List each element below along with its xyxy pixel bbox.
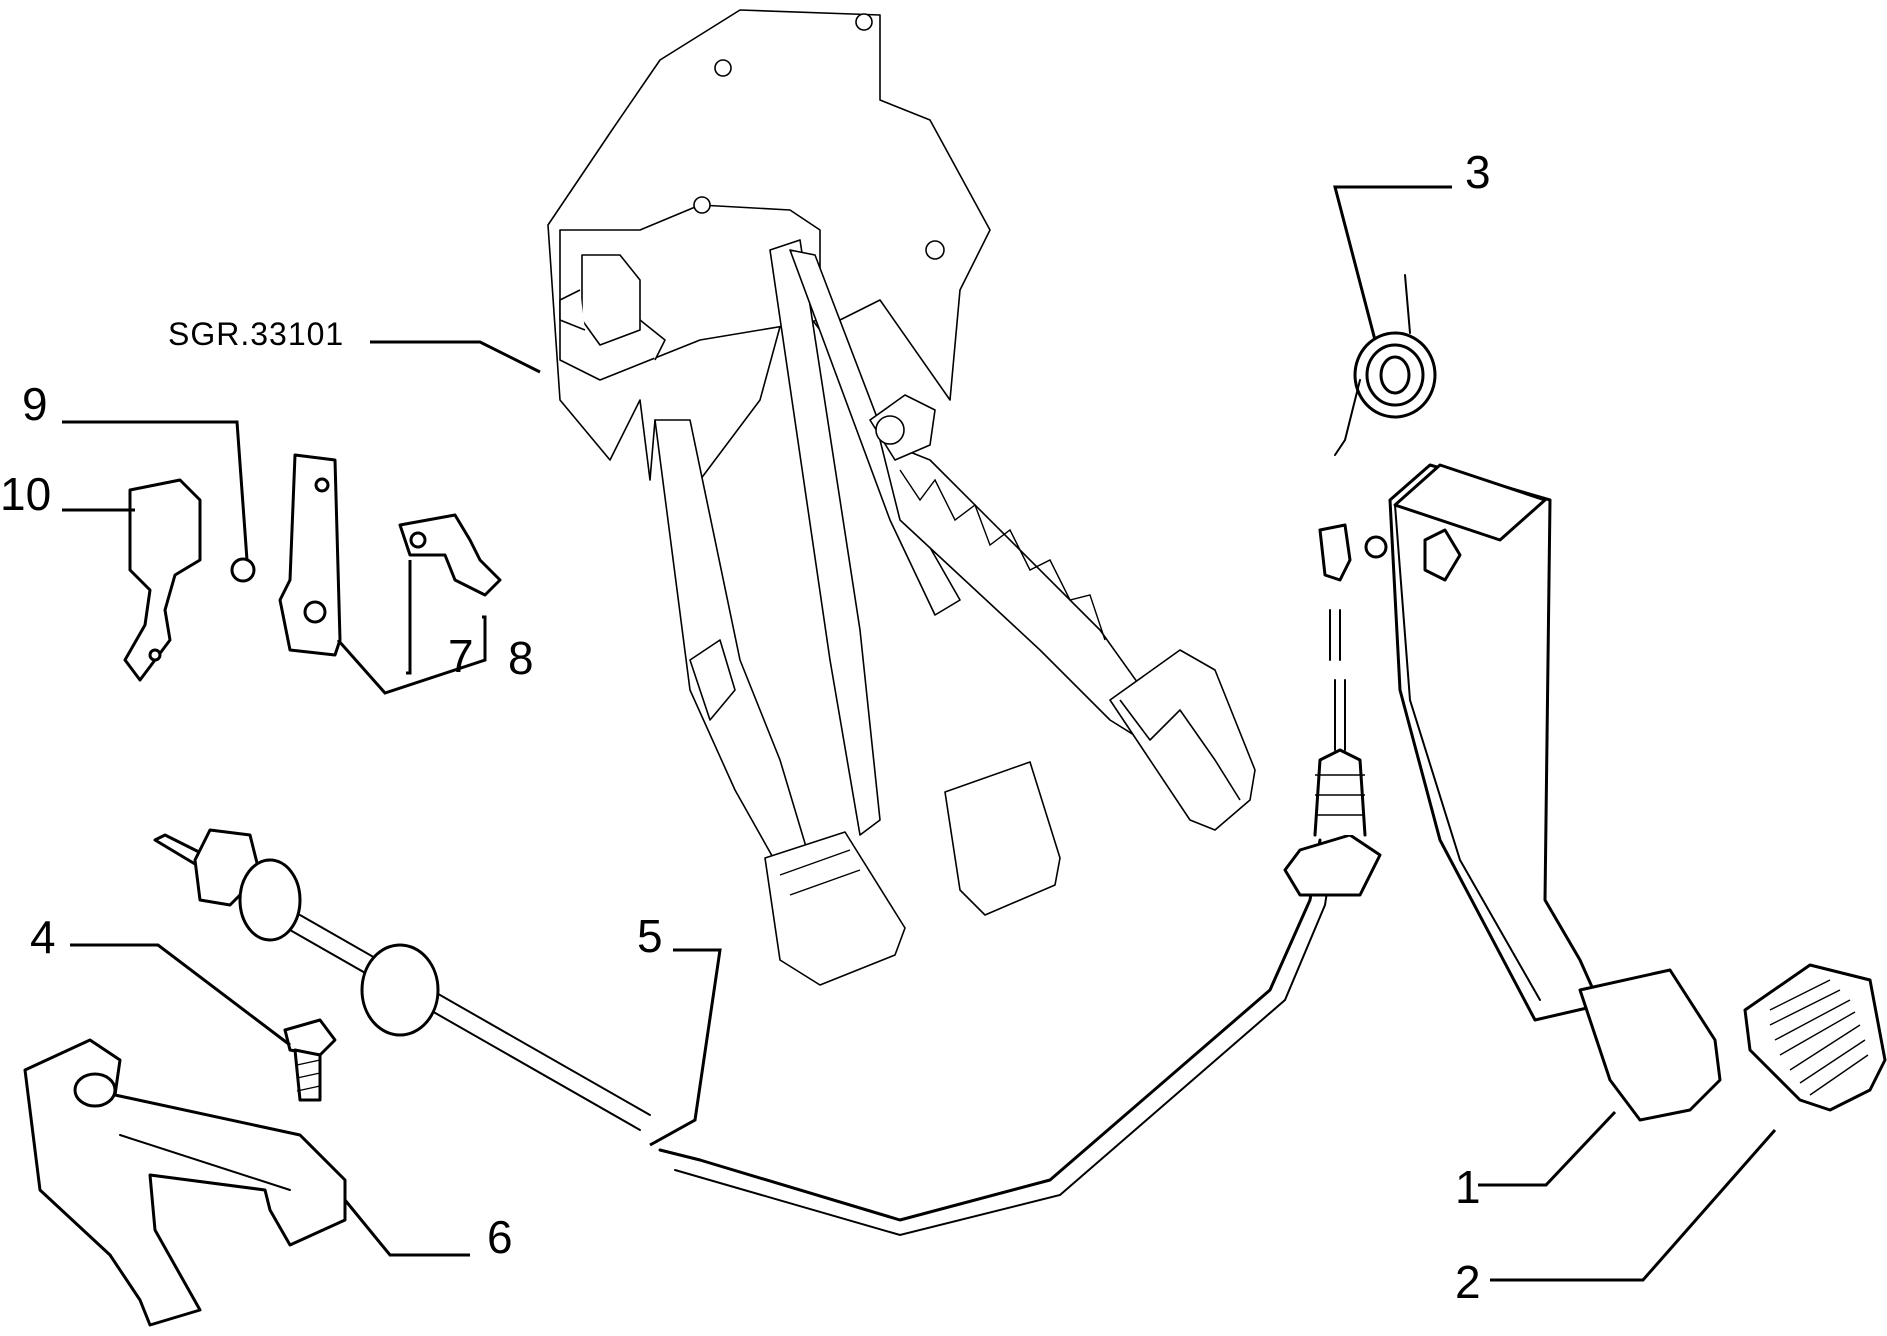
support-bracket-part [23, 1038, 347, 1327]
clutch-cable-part [153, 523, 1382, 1237]
callout-4: 4 [30, 911, 56, 963]
callout-2: 2 [1455, 1256, 1481, 1308]
assembly-reference-label: SGR.33101 [168, 316, 344, 352]
labels: SGR.33101 1 2 3 4 5 6 7 8 9 10 [0, 146, 1491, 1308]
nut-and-clip-parts [123, 478, 256, 682]
cable-clip-parts [278, 453, 502, 657]
pedal-box-assembly [547, 9, 1256, 986]
callout-9: 9 [22, 378, 48, 430]
callout-6: 6 [487, 1211, 513, 1263]
leader-lines [62, 185, 1777, 1282]
clutch-pedal-part [1364, 463, 1722, 1122]
callout-3: 3 [1465, 146, 1491, 198]
pedal-pad-part [1743, 963, 1887, 1112]
torsion-spring-part [1334, 274, 1437, 456]
callout-8: 8 [508, 632, 534, 684]
callout-1: 1 [1455, 1161, 1481, 1213]
callout-5: 5 [637, 910, 663, 962]
callout-10: 10 [0, 468, 51, 520]
callout-7: 7 [448, 630, 474, 682]
bolt-part [283, 1018, 337, 1102]
